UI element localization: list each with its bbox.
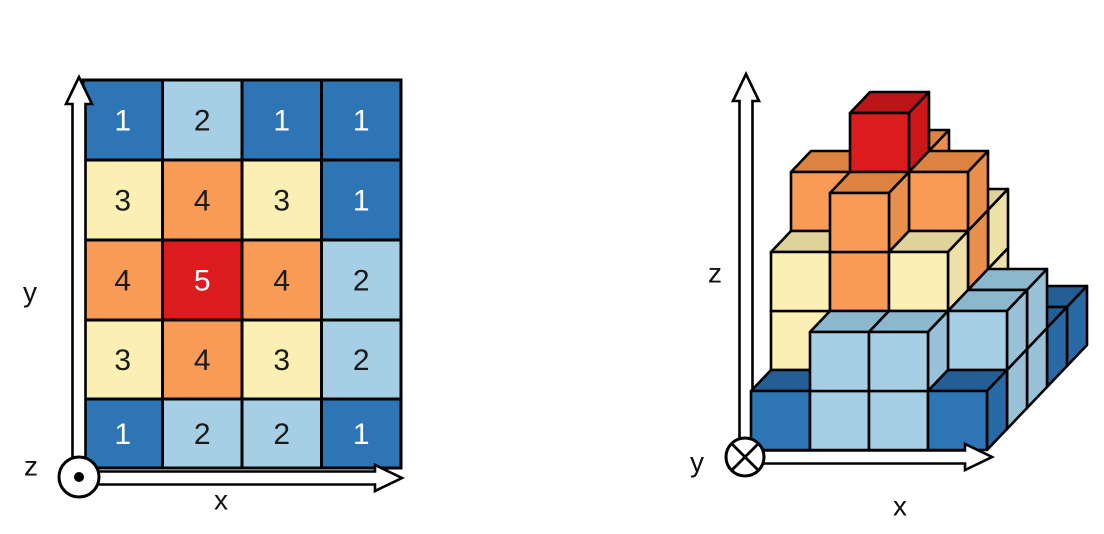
heatmap-axes bbox=[57, 74, 405, 499]
right-y-origin-symbol bbox=[724, 436, 766, 478]
heatmap-cell-value-x3-y4: 3 bbox=[273, 185, 290, 218]
heatmap-cell-x2-y4 bbox=[161, 158, 244, 242]
heatmap-cell-value-x4-y5: 1 bbox=[353, 105, 370, 138]
voxel-front-face bbox=[926, 389, 989, 452]
voxel-x4-y2-z2 bbox=[946, 288, 1029, 372]
voxel-front-face bbox=[808, 389, 871, 452]
heatmap-cell-x3-y1 bbox=[240, 397, 323, 470]
heatmap-cell-value-x1-y1: 1 bbox=[114, 418, 131, 451]
heatmap-cell-value-x1-y4: 3 bbox=[114, 185, 131, 218]
voxel-x2-y2-z4 bbox=[828, 170, 911, 254]
right-y-axis-label: y bbox=[690, 447, 704, 478]
right-x-axis-label: x bbox=[893, 491, 907, 522]
heatmap-cell-x4-y5 bbox=[320, 78, 403, 162]
dot-icon bbox=[74, 472, 84, 482]
heatmap-cell-x4-y4 bbox=[320, 158, 403, 242]
heatmap-cell-value-x2-y4: 4 bbox=[194, 185, 211, 218]
voxel-figure: z y x bbox=[690, 71, 1089, 522]
heatmap-cell-value-x1-y5: 1 bbox=[114, 105, 131, 138]
heatmap-cell-value-x3-y2: 3 bbox=[273, 344, 290, 377]
voxel-stacks bbox=[749, 90, 1089, 452]
left-y-axis-arrow bbox=[63, 74, 95, 480]
left-y-axis-label: y bbox=[23, 277, 37, 308]
heatmap-cell-value-x2-y3: 5 bbox=[194, 265, 211, 298]
heatmap-cell-x2-y3 bbox=[161, 238, 244, 322]
heatmap-cell-value-x2-y2: 4 bbox=[194, 344, 211, 377]
heatmap-cell-value-x4-y2: 2 bbox=[353, 344, 370, 377]
voxel-front-face bbox=[749, 389, 812, 452]
voxel-x4-y1-z1 bbox=[926, 368, 1009, 452]
voxel-front-face bbox=[808, 330, 871, 393]
left-z-origin-symbol bbox=[57, 455, 101, 499]
heatmap-grid: 1 2 1 1 3 4 3 1 4 5 4 2 3 4 3 2 1 2 2 1 bbox=[81, 78, 403, 470]
voxel-x3-y3-z4 bbox=[907, 149, 990, 233]
left-x-axis-label: x bbox=[214, 485, 228, 516]
heatmap-cell-value-x3-y1: 2 bbox=[273, 418, 290, 451]
voxel-x3-y1-z2 bbox=[867, 309, 950, 393]
heatmap-cell-value-x3-y5: 1 bbox=[273, 105, 290, 138]
voxel-front-face bbox=[769, 250, 832, 313]
heatmap-cell-value-x4-y3: 2 bbox=[353, 265, 370, 298]
voxel-x3-y2-z3 bbox=[887, 229, 970, 313]
heatmap-figure: 1 2 1 1 3 4 3 1 4 5 4 2 3 4 3 2 1 2 2 1 y z x bbox=[23, 74, 405, 516]
heatmap-cell-value-x2-y1: 2 bbox=[194, 418, 211, 451]
left-x-axis-arrow bbox=[77, 462, 405, 494]
heatmap-cell-x4-y1 bbox=[320, 397, 403, 470]
right-z-axis-label: z bbox=[708, 258, 722, 289]
left-z-axis-label: z bbox=[24, 451, 38, 482]
voxel-front-face bbox=[828, 250, 891, 313]
voxel-front-face bbox=[828, 191, 891, 254]
voxel-front-face bbox=[907, 170, 970, 233]
heatmap-cell-value-x1-y2: 3 bbox=[114, 344, 131, 377]
cross-line-icon bbox=[730, 442, 760, 472]
heatmap-cell-value-x4-y1: 1 bbox=[353, 418, 370, 451]
heatmap-cell-x4-y2 bbox=[320, 318, 403, 401]
heatmap-cell-value-x1-y3: 4 bbox=[114, 265, 131, 298]
heatmap-cell-value-x4-y4: 1 bbox=[353, 185, 370, 218]
right-x-axis-arrow bbox=[744, 441, 995, 473]
heatmap-cell-value-x2-y5: 2 bbox=[194, 105, 211, 138]
voxel-front-face bbox=[946, 309, 1009, 372]
voxel-front-axes-layer bbox=[724, 436, 995, 478]
heatmap-cell-x4-y3 bbox=[320, 238, 403, 322]
voxel-x2-y3-z5 bbox=[848, 90, 931, 174]
voxel-front-face bbox=[867, 330, 930, 393]
heatmap-cell-x2-y2 bbox=[161, 318, 244, 401]
voxel-front-face bbox=[887, 250, 950, 313]
heatmap-cell-value-x3-y3: 4 bbox=[273, 265, 290, 298]
voxel-front-face bbox=[848, 111, 911, 174]
voxel-front-face bbox=[867, 389, 930, 452]
